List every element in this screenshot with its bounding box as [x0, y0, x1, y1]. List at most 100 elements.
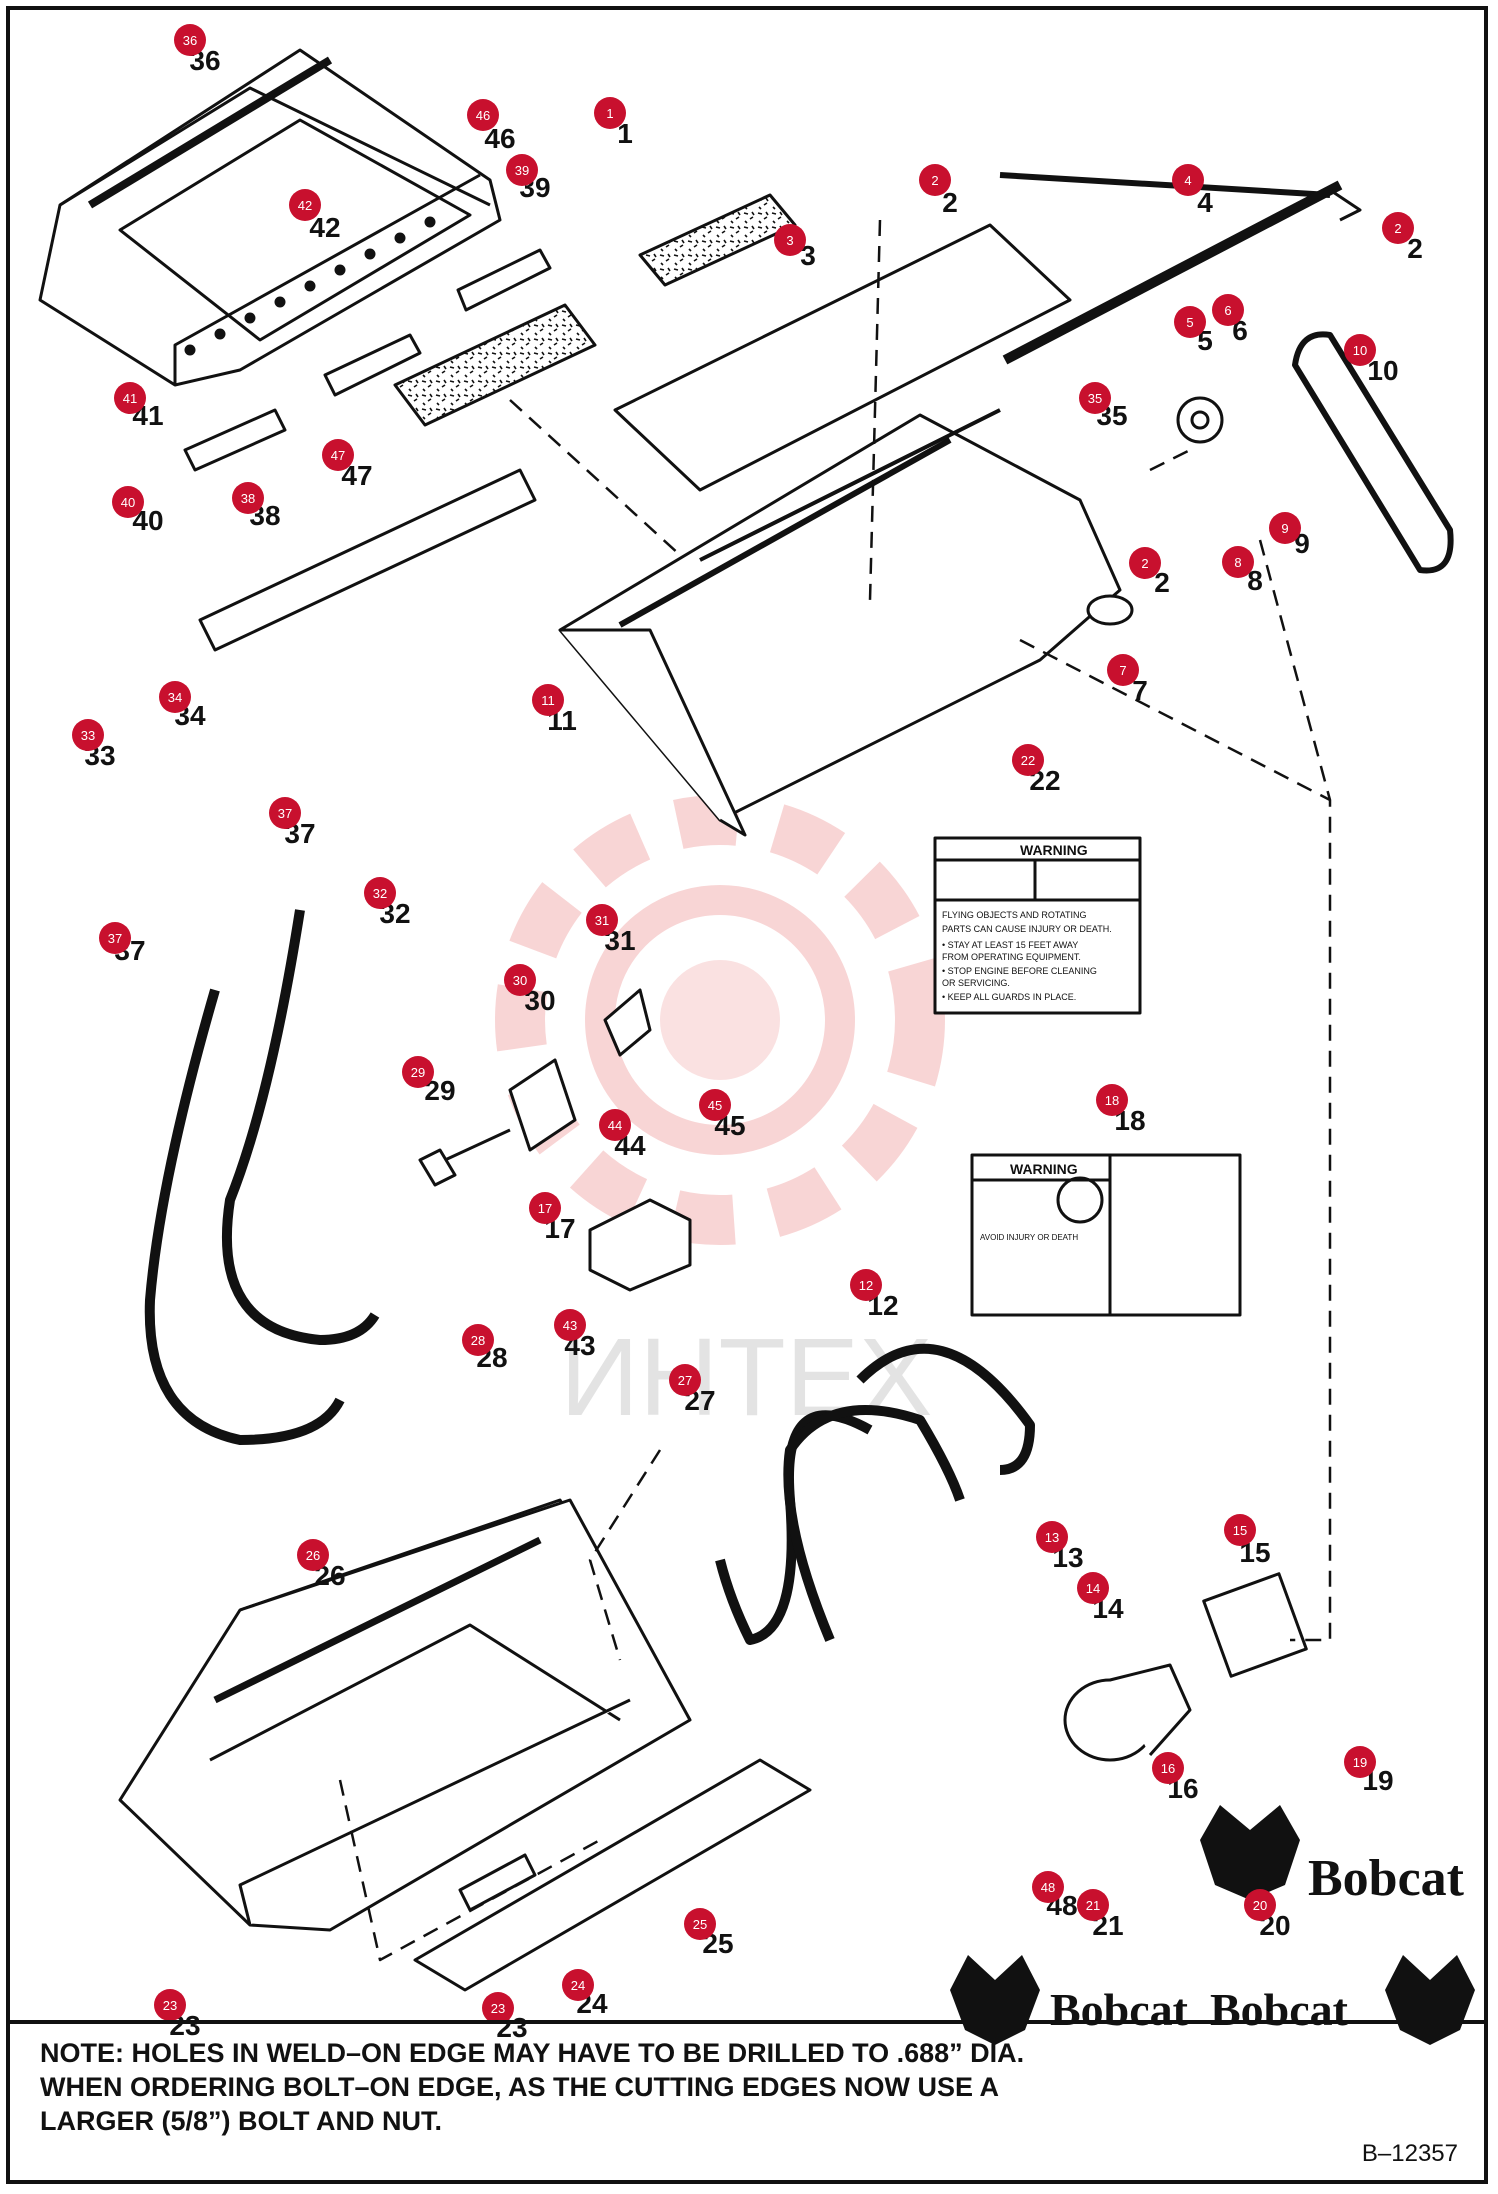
callout-badge[interactable] [1382, 212, 1414, 244]
callout-badge[interactable] [1344, 1746, 1376, 1778]
callout-4[interactable]: 44 [1172, 164, 1213, 218]
callout-6[interactable]: 66 [1212, 294, 1248, 346]
callout-badge[interactable] [174, 24, 206, 56]
callout-badge[interactable] [1344, 334, 1376, 366]
callout-badge[interactable] [586, 904, 618, 936]
callout-badge[interactable] [482, 1992, 514, 2024]
callout-7[interactable]: 77 [1107, 654, 1148, 706]
callout-badge[interactable] [562, 1969, 594, 2001]
callout-badge[interactable] [1036, 1521, 1068, 1553]
callout-badge[interactable] [99, 922, 131, 954]
callout-badge[interactable] [506, 154, 538, 186]
callout-9[interactable]: 99 [1269, 512, 1310, 559]
callout-badge[interactable] [1077, 1889, 1109, 1921]
callout-badge[interactable] [1012, 744, 1044, 776]
callout-badge[interactable] [232, 482, 264, 514]
callout-badge[interactable] [364, 877, 396, 909]
callout-2[interactable]: 22 [919, 164, 958, 218]
callout-badge[interactable] [72, 719, 104, 751]
callout-badge[interactable] [669, 1364, 701, 1396]
callout-badge[interactable] [850, 1269, 882, 1301]
callout-badge[interactable] [159, 681, 191, 713]
callout-badge[interactable] [289, 189, 321, 221]
callout-badge[interactable] [1107, 654, 1139, 686]
callout-badge[interactable] [504, 964, 536, 996]
callout-badge[interactable] [154, 1989, 186, 2021]
callout-badge[interactable] [322, 439, 354, 471]
callout-badge[interactable] [269, 797, 301, 829]
callout-badge[interactable] [462, 1324, 494, 1356]
callout-badge[interactable] [1152, 1752, 1184, 1784]
callout-1[interactable]: 11 [594, 97, 633, 149]
callout-badge[interactable] [919, 164, 951, 196]
callout-badge[interactable] [1244, 1889, 1276, 1921]
callout-badge[interactable] [112, 486, 144, 518]
callout-badge[interactable] [1096, 1084, 1128, 1116]
callout-badge[interactable] [467, 99, 499, 131]
callout-badge[interactable] [699, 1089, 731, 1121]
callout-5[interactable]: 55 [1174, 306, 1213, 356]
callout-8[interactable]: 88 [1222, 546, 1263, 596]
callout-badge[interactable] [297, 1539, 329, 1571]
callout-2[interactable]: 22 [1129, 547, 1170, 598]
callout-badge[interactable] [684, 1908, 716, 1940]
callout-2[interactable]: 22 [1382, 212, 1423, 264]
callout-badge[interactable] [1269, 512, 1301, 544]
callout-badge[interactable] [1129, 547, 1161, 579]
callout-badge[interactable] [1032, 1871, 1064, 1903]
callout-badge[interactable] [774, 224, 806, 256]
callout-badge[interactable] [529, 1192, 561, 1224]
callout-badge[interactable] [554, 1309, 586, 1341]
callout-badge[interactable] [114, 382, 146, 414]
callout-badge[interactable] [1077, 1572, 1109, 1604]
callout-badge[interactable] [1222, 546, 1254, 578]
callout-badge[interactable] [594, 97, 626, 129]
callout-badge[interactable] [1212, 294, 1244, 326]
callout-badge[interactable] [532, 684, 564, 716]
callout-badge[interactable] [1172, 164, 1204, 196]
callout-badge[interactable] [599, 1109, 631, 1141]
callout-badge[interactable] [1174, 306, 1206, 338]
